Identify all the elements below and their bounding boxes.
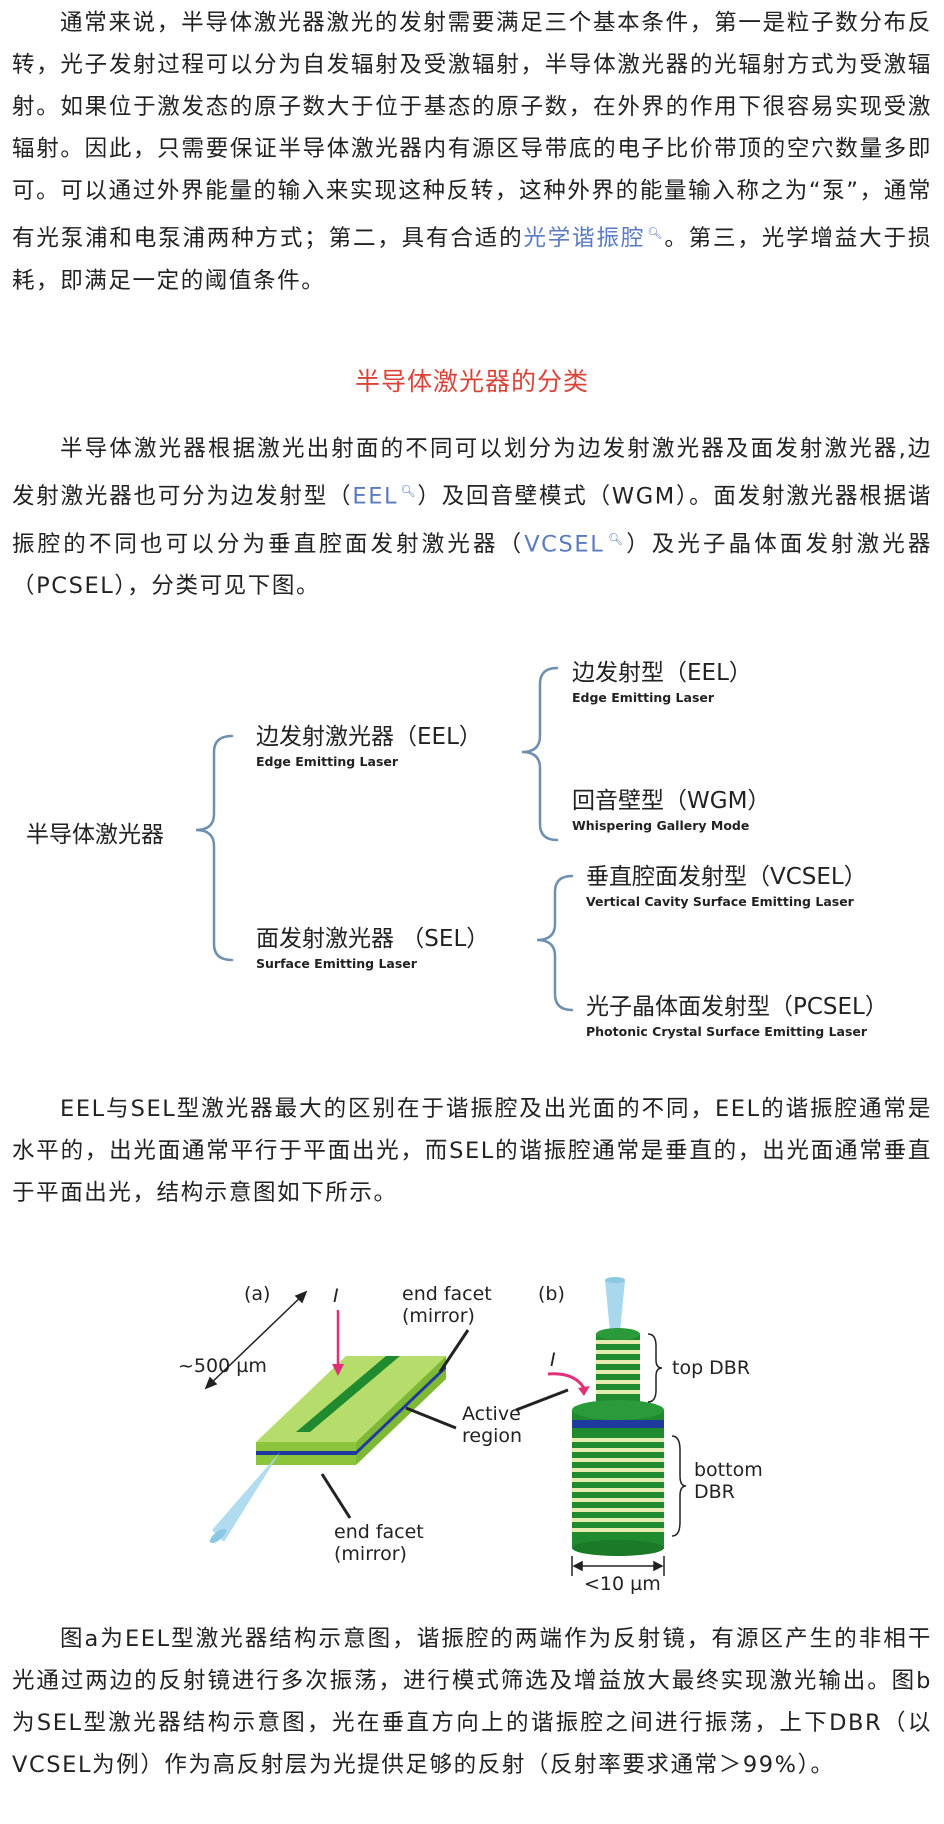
classification-paragraph: 半导体激光器根据激光出射面的不同可以划分为边发射激光器及面发射激光器,边发射激光… (12, 428, 932, 607)
tree-wgm-cn: 回音壁型（WGM） (572, 788, 770, 814)
tree-eel-cn: 边发射激光器（EEL） (256, 724, 482, 750)
vcsel-link[interactable]: VCSEL (524, 531, 605, 557)
optical-cavity-link[interactable]: 光学谐振腔 (523, 225, 646, 252)
intro-text-b: 。第三，光学增益大于损耗，即满足一定的阈值条件。 (12, 225, 932, 294)
tree-eel-type-cn: 边发射型（EEL） (572, 660, 752, 686)
bottom-dbr-brace (671, 1435, 687, 1537)
active-region-line1: Active (462, 1403, 521, 1425)
length-arrow (204, 1290, 308, 1390)
eel-chip (256, 1356, 446, 1465)
laser-structure-figure: (a) I ~500 µm end facet (mirror) Active … (178, 1277, 763, 1595)
current-label-a: I (333, 1285, 339, 1307)
eel-top-face (256, 1356, 446, 1442)
eel-current-arrow (332, 1310, 344, 1376)
class-text-b: ）及回音壁模式（WGM）。面发射激光器根据谐振腔的不同也可以分为垂直腔面发射激光… (12, 483, 932, 558)
section-title: 半导体激光器的分类 (354, 367, 589, 396)
tree-pcsel-en: Photonic Crystal Surface Emitting Laser (586, 1024, 868, 1039)
tree-root: 半导体激光器 (26, 822, 164, 848)
class-text-c: ）及光子晶体面发射激光器（PCSEL），分类可见下图。 (12, 531, 932, 599)
intro-text-a: 通常来说，半导体激光器激光的发射需要满足三个基本条件，第一是粒子数分布反转，光子… (12, 10, 932, 252)
vcsel-current-arrow (547, 1372, 590, 1396)
label-a: (a) (244, 1283, 270, 1305)
active-region-line2: region (462, 1425, 522, 1447)
tree-eel-en: Edge Emitting Laser (256, 754, 399, 769)
class-text-a: 半导体激光器根据激光出射面的不同可以划分为边发射激光器及面发射激光器,边发射激光… (12, 436, 932, 510)
comparison-paragraph: EEL与SEL型激光器最大的区别在于谐振腔及出光面的不同，EEL的谐振腔通常是水… (12, 1096, 932, 1206)
tree-sel-cn: 面发射激光器 （SEL） (256, 926, 489, 952)
root-bracket (195, 734, 234, 962)
sel-bracket (536, 874, 574, 1012)
eel-link[interactable]: EEL (352, 483, 399, 510)
top-dbr-label: top DBR (672, 1357, 750, 1379)
tree-sel-en: Surface Emitting Laser (256, 956, 418, 971)
tree-vcsel-cn: 垂直腔面发射型（VCSEL） (586, 864, 867, 890)
eel-beam-end (209, 1528, 227, 1544)
tree-vcsel-en: Vertical Cavity Surface Emitting Laser (586, 894, 855, 909)
vcsel-beam-end (605, 1277, 625, 1283)
active-region-pointer (405, 1406, 457, 1430)
vcsel-top-dbr (596, 1328, 640, 1404)
eel-output-beam (212, 1452, 280, 1542)
length-label: ~500 µm (178, 1355, 267, 1377)
end-facet-top-line2: (mirror) (402, 1305, 475, 1327)
search-icon[interactable]: 🔍︎ (400, 484, 418, 498)
width-arrow (571, 1556, 665, 1576)
eel-bracket (521, 666, 559, 842)
tree-brackets (195, 666, 574, 1012)
structure-explanation-paragraph: 图a为EEL型激光器结构示意图，谐振腔的两端作为反射镜，有源区产生的非相干光通过… (12, 1626, 932, 1778)
bottom-dbr-line2: DBR (694, 1481, 735, 1503)
eel-active-front (256, 1451, 356, 1455)
search-icon[interactable]: 🔍︎ (647, 226, 665, 240)
width-label: <10 µm (584, 1573, 661, 1595)
tree-eel-type-en: Edge Emitting Laser (572, 690, 715, 705)
label-b: (b) (538, 1283, 565, 1305)
end-facet-bottom-pointer (320, 1473, 352, 1519)
bottom-dbr-line1: bottom (694, 1459, 763, 1481)
end-facet-bottom-line1: end facet (334, 1521, 424, 1543)
search-icon[interactable]: 🔍︎ (606, 531, 627, 546)
current-label-b: I (550, 1349, 556, 1371)
end-facet-bottom-line2: (mirror) (334, 1543, 407, 1565)
eel-ridge (296, 1356, 400, 1432)
tree-wgm-en: Whispering Gallery Mode (572, 818, 749, 833)
top-dbr-brace (647, 1333, 663, 1403)
eel-active-side (356, 1365, 446, 1455)
classification-tree: 半导体激光器 边发射激光器（EEL） Edge Emitting Laser 面… (26, 660, 888, 1039)
intro-paragraph: 通常来说，半导体激光器激光的发射需要满足三个基本条件，第一是粒子数分布反转，光子… (12, 2, 932, 302)
active-region-pointer-b (515, 1388, 569, 1412)
tree-pcsel-cn: 光子晶体面发射型（PCSEL） (586, 994, 888, 1020)
end-facet-top-line1: end facet (402, 1283, 492, 1305)
end-facet-top-pointer (438, 1329, 470, 1373)
vcsel-output-beam (605, 1280, 625, 1332)
vcsel-bottom-dbr (572, 1400, 664, 1556)
